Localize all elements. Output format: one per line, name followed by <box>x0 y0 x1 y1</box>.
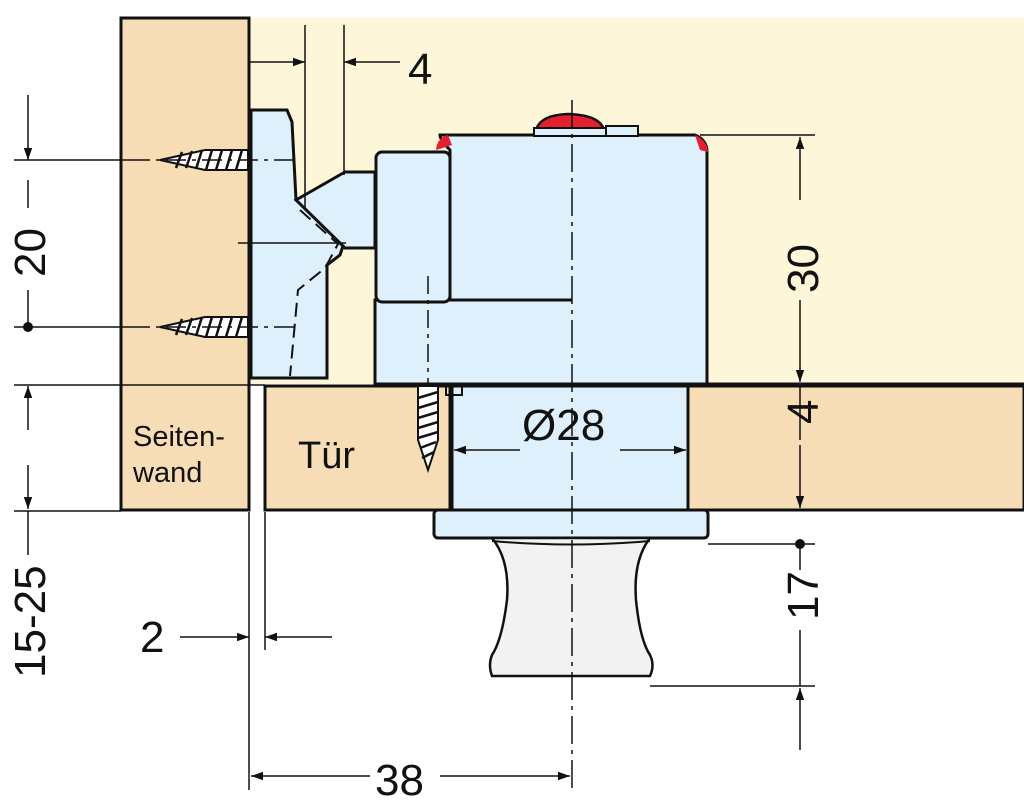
dim-diameter-label: Ø28 <box>522 401 605 450</box>
dim-housing-height-label: 30 <box>779 244 828 293</box>
indicator-corner-left <box>436 135 452 150</box>
dim-knob-height-label: 17 <box>779 571 828 620</box>
dim-door-thickness-label: 4 <box>779 400 828 424</box>
door-screw <box>417 385 439 474</box>
housing-flange <box>432 508 710 540</box>
dim-screw-spacing: 20 <box>6 95 130 332</box>
dim-wall-thickness: 15-25 <box>6 384 265 678</box>
dim-door-thickness: 4 <box>779 386 828 508</box>
label-side-wall-line1: Seiten- <box>133 421 225 453</box>
dim-housing-height: 30 <box>700 134 828 382</box>
dim-gap-top-label: 4 <box>408 45 432 94</box>
indicator-corner-right <box>695 135 708 152</box>
indicator-cap <box>534 112 606 132</box>
dim-screw-spacing-label: 20 <box>6 228 55 277</box>
dim-offset: 38 <box>251 756 570 805</box>
dim-gap-top: 4 <box>249 25 432 210</box>
dim-wall-thickness-label: 15-25 <box>6 565 55 678</box>
dim-diameter: Ø28 <box>454 401 686 455</box>
door-panel-right <box>686 384 1024 512</box>
label-door: Tür <box>298 435 355 477</box>
side-wall-panel <box>119 16 251 512</box>
door-screw-clip <box>445 384 463 396</box>
dim-door-gap-label: 2 <box>140 613 164 662</box>
label-side-wall-line2: wand <box>132 457 202 489</box>
housing-side-block <box>374 150 452 304</box>
bracket-hidden-contour <box>289 209 340 377</box>
indicator-tab <box>605 125 639 137</box>
dim-door-gap: 2 <box>140 512 332 790</box>
dim-knob-height: 17 <box>650 539 828 750</box>
dim-offset-label: 38 <box>375 756 424 805</box>
